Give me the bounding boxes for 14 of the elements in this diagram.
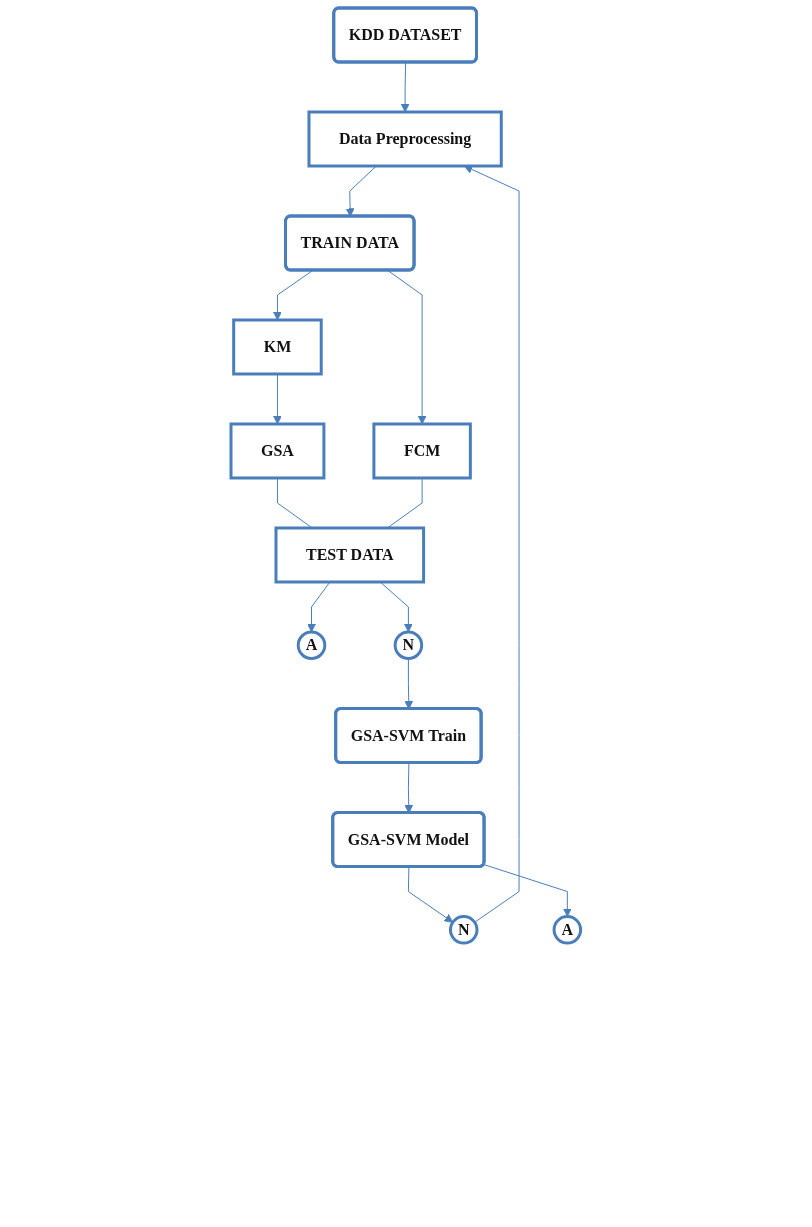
- arrow: [379, 581, 413, 633]
- node-box: TEST DATA: [274, 526, 426, 584]
- arrow: [307, 581, 331, 633]
- node-box: FCM: [372, 422, 473, 480]
- node-circle: N: [393, 630, 424, 661]
- node-box: GSA: [229, 422, 326, 480]
- node-circle: A: [552, 915, 583, 945]
- node-box: KM: [232, 318, 323, 376]
- node-circle: A: [296, 630, 327, 661]
- node-circle: N: [449, 915, 479, 945]
- arrow: [483, 864, 572, 917]
- arrow: [400, 62, 410, 113]
- arrow: [408, 866, 454, 923]
- node-box: Data Preprocessing: [307, 110, 503, 168]
